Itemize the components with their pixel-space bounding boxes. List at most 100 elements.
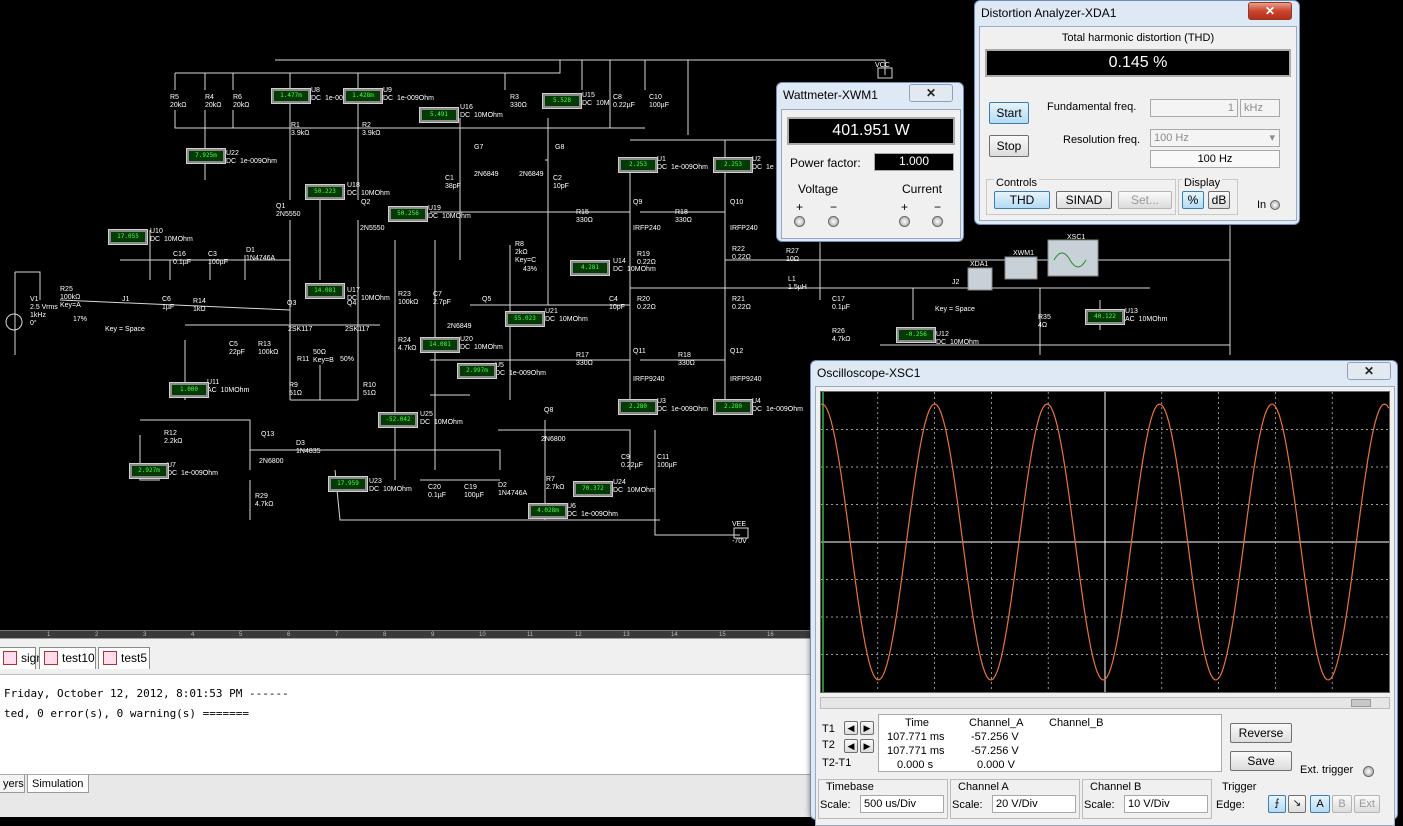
multimeter-probe[interactable]: 14.081 [305, 283, 345, 299]
close-icon[interactable]: ✕ [1248, 2, 1292, 20]
multimeter-probe[interactable]: -0.256 [896, 327, 936, 343]
component-label[interactable]: Q5 [482, 296, 492, 303]
component-label[interactable]: D1 1N4746A [246, 247, 276, 262]
multimeter-probe[interactable]: 5.528 [542, 93, 582, 109]
set-button[interactable]: Set... [1118, 191, 1172, 209]
voltage-plus-terminal[interactable] [794, 216, 805, 227]
component-label[interactable]: R19 0.22Ω [637, 251, 656, 266]
component-label[interactable]: C3 100µF [208, 251, 228, 266]
component-label[interactable]: C6 1µF [162, 296, 175, 311]
component-label[interactable]: C8 0.22µF [613, 94, 635, 109]
component-label[interactable]: Q2 [361, 199, 371, 206]
component-label[interactable]: 2N6849 [474, 171, 499, 178]
falling-edge-icon[interactable]: ↘ [1288, 795, 1306, 813]
component-label[interactable]: U5 DC 1e-009Ohm [495, 362, 546, 377]
component-label[interactable]: U20 DC 10MOhm [460, 336, 503, 351]
input-terminal[interactable] [1270, 200, 1280, 210]
component-label[interactable]: C1 38pF [445, 175, 461, 190]
component-label[interactable]: R6 20kΩ [233, 94, 250, 109]
multimeter-probe[interactable]: 4.281 [570, 260, 610, 276]
component-label[interactable]: Q9 [633, 199, 643, 206]
fundamental-freq-unit[interactable]: kHz [1240, 99, 1280, 117]
multimeter-probe[interactable]: 1.477m [271, 88, 311, 104]
component-label[interactable]: XWM1 [1013, 250, 1034, 257]
component-label[interactable]: R5 20kΩ [170, 94, 187, 109]
component-label[interactable]: U22 DC 1e-009Ohm [226, 150, 277, 165]
component-label[interactable]: C19 100µF [464, 484, 484, 499]
multimeter-probe[interactable]: 2.253 [618, 157, 658, 173]
design-tab-test5[interactable]: test5 [98, 647, 150, 669]
ext-trigger-terminal[interactable] [1363, 766, 1374, 777]
component-label[interactable]: U6 DC 1e-009Ohm [567, 503, 618, 518]
component-label[interactable]: Q13 [261, 431, 275, 438]
component-label[interactable]: U14 DC 10MOhm [613, 258, 656, 273]
component-label[interactable]: U13 AC 10MOhm [1125, 308, 1168, 323]
component-label[interactable]: U16 DC 10MOhm [460, 104, 503, 119]
component-label[interactable]: U18 DC 10MOhm [347, 182, 390, 197]
multimeter-probe[interactable]: 55.023 [505, 311, 545, 327]
component-label[interactable]: J2 [952, 279, 960, 286]
component-label[interactable]: IRFP9240 [730, 376, 762, 383]
save-button[interactable]: Save [1230, 751, 1292, 771]
close-icon[interactable]: ✕ [909, 84, 953, 102]
simulation-log[interactable]: Friday, October 12, 2012, 8:01:53 PM ---… [0, 674, 812, 774]
component-label[interactable]: U19 DC 10MOhm [428, 205, 471, 220]
component-label[interactable]: C20 0.1µF [428, 484, 447, 499]
component-label[interactable]: XSC1 [1067, 234, 1086, 241]
component-label[interactable]: U4 DC 1e-009Ohm [752, 398, 803, 413]
component-label[interactable]: R14 1kΩ [193, 298, 206, 313]
percent-button[interactable]: % [1182, 191, 1204, 209]
component-label[interactable]: U15 DC 10M [582, 92, 610, 107]
component-label[interactable]: 2N6849 [447, 323, 472, 330]
component-label[interactable]: L1 1.5µH [788, 276, 807, 291]
scrollbar-thumb[interactable] [1351, 699, 1371, 707]
multimeter-probe[interactable]: 14.081 [420, 337, 460, 353]
t2-left-arrow-icon[interactable]: ◀ [844, 739, 858, 753]
component-label[interactable]: 17% [73, 316, 88, 323]
component-label[interactable]: 50% [340, 356, 355, 363]
component-label[interactable]: V1 2.5 Vrms 1kHz 0° [30, 296, 58, 327]
component-label[interactable]: Q10 [730, 199, 744, 206]
multimeter-probe[interactable]: 1.000 [169, 382, 209, 398]
component-label[interactable]: R21 0.22Ω [732, 296, 751, 311]
component-label[interactable]: R7 2.7kΩ [546, 476, 565, 491]
component-label[interactable]: Key = Space [935, 306, 975, 313]
current-plus-terminal[interactable] [899, 216, 910, 227]
channel-a-scale-input[interactable]: 20 V/Div [992, 795, 1076, 813]
multimeter-probe[interactable]: 1.428m [343, 88, 383, 104]
multimeter-probe[interactable]: 17.959 [328, 476, 368, 492]
fundamental-freq-input[interactable]: 1 [1150, 99, 1238, 117]
multimeter-probe[interactable]: 2.280 [713, 399, 753, 415]
component-label[interactable]: C16 0.1µF [173, 251, 192, 266]
component-label[interactable]: VCC [875, 62, 890, 69]
multimeter-probe[interactable]: 2.253 [713, 157, 753, 173]
component-label[interactable]: VEE [732, 521, 747, 528]
component-label[interactable]: Q12 [730, 348, 744, 355]
component-label[interactable]: U12 DC 10MOhm [936, 331, 979, 346]
start-button[interactable]: Start [989, 102, 1029, 124]
component-label[interactable]: U25 DC 10MOhm [420, 411, 463, 426]
component-label[interactable]: R15 330Ω [576, 209, 593, 224]
t1-right-arrow-icon[interactable]: ▶ [860, 721, 874, 735]
component-label[interactable]: D2 1N4746A [498, 482, 528, 497]
db-button[interactable]: dB [1208, 191, 1230, 209]
component-label[interactable]: IRFP9240 [633, 376, 665, 383]
component-label[interactable]: 2N6800 [259, 458, 284, 465]
multimeter-probe[interactable]: 5.491 [419, 107, 459, 123]
component-label[interactable]: 50Ω Key=B [313, 349, 334, 364]
multimeter-probe[interactable]: 2.997m [457, 363, 497, 379]
component-label[interactable]: Q11 [633, 348, 646, 355]
component-label[interactable]: Q4 [347, 300, 357, 307]
trigger-b-button[interactable]: B [1332, 795, 1352, 813]
component-label[interactable]: R10 51Ω [363, 382, 377, 397]
component-label[interactable]: 2N5550 [360, 225, 385, 232]
component-label[interactable]: -70V [732, 538, 747, 545]
stop-button[interactable]: Stop [989, 135, 1029, 157]
multimeter-probe[interactable]: 2.280 [618, 399, 658, 415]
scope-scrollbar[interactable] [820, 697, 1390, 709]
component-label[interactable]: R24 4.7kΩ [398, 337, 417, 352]
component-label[interactable]: G8 [555, 144, 565, 151]
trigger-a-button[interactable]: A [1310, 795, 1330, 813]
multimeter-probe[interactable]: 70.372 [573, 481, 613, 497]
component-label[interactable]: U24 DC 10MOhm [613, 479, 656, 494]
